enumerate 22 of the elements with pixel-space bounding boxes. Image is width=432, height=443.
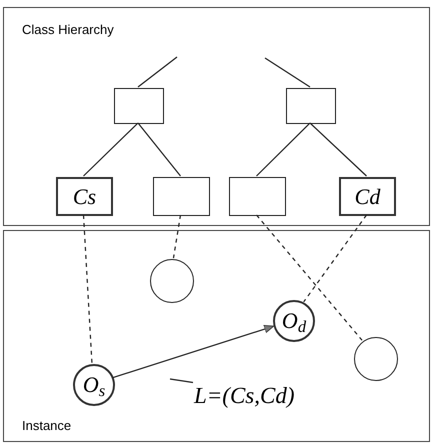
hierarchy-line: [83, 122, 138, 176]
hierarchy-line: [310, 122, 367, 176]
relation-formula: L=(Cs,Cd): [194, 384, 295, 406]
panel-heading: Class Hierarchy: [22, 21, 114, 39]
empty-box: [153, 177, 210, 216]
empty-box: [114, 88, 164, 124]
instance-link: [303, 214, 367, 302]
hierarchy-line: [138, 56, 178, 88]
empty-box: [229, 177, 286, 216]
instance-link: [82, 214, 93, 364]
panel-heading: Instance: [22, 416, 72, 434]
hierarchy-line: [138, 122, 181, 176]
panel: [3, 230, 430, 442]
panel: [3, 7, 430, 226]
hierarchy-line: [256, 122, 310, 176]
instance-link: [172, 214, 182, 258]
class-box: Cs: [56, 177, 113, 216]
empty-box: [286, 88, 336, 124]
leader-line: [170, 378, 194, 384]
hierarchy-line: [264, 58, 310, 88]
arrow: [112, 325, 274, 378]
class-box: Cd: [339, 177, 396, 216]
